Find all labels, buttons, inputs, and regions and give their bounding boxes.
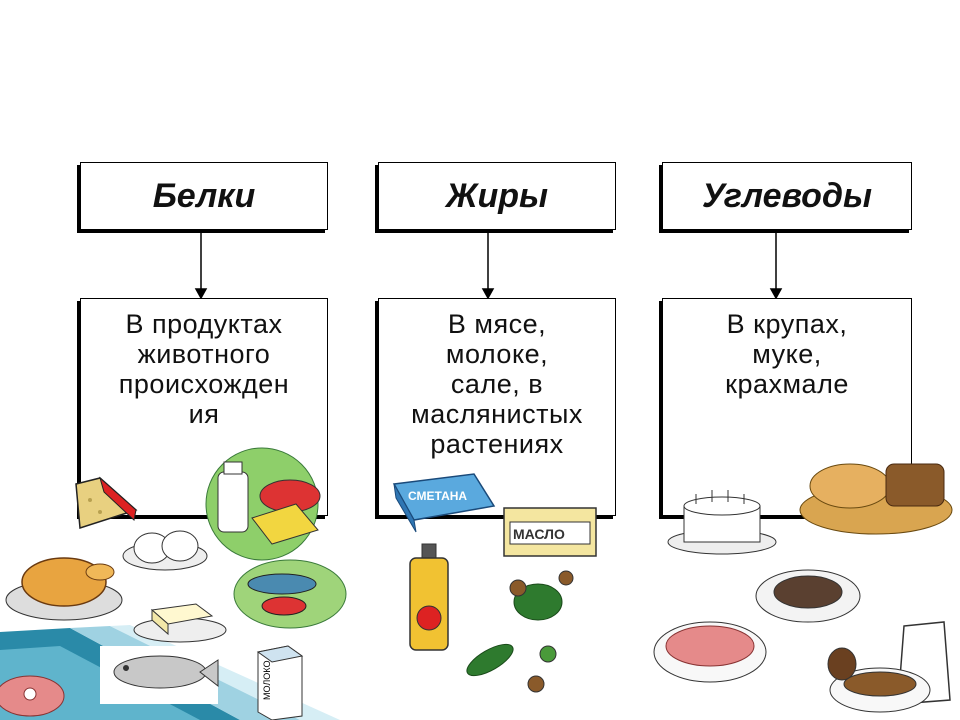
desc-line: ия <box>188 399 220 429</box>
fish-icon <box>100 646 219 704</box>
header-proteins: Белки <box>80 162 328 230</box>
seafood-icon <box>233 559 347 629</box>
moloko-label: МОЛОКО <box>262 661 272 700</box>
pasta-icon <box>653 621 767 683</box>
desc-line: растениях <box>430 429 564 459</box>
header-fats: Жиры <box>378 162 616 230</box>
maslo-label: МАСЛО <box>513 526 565 542</box>
desc-line: маслянистых <box>411 399 583 429</box>
smetana-label: СМЕТАНА <box>408 489 467 503</box>
desc-line: В продуктах <box>125 309 283 339</box>
oil-bottle-icon <box>409 543 449 651</box>
desc-line: происхожден <box>118 369 290 399</box>
header-fats-label: Жиры <box>445 176 549 215</box>
header-proteins-label: Белки <box>152 176 256 215</box>
flour-icon <box>827 621 951 713</box>
desc-line: крахмале <box>725 369 849 399</box>
desc-carbs: В крупах, муке, крахмале <box>662 298 912 516</box>
meat-icon <box>0 675 65 717</box>
desc-line: животного <box>137 339 271 369</box>
bread-icon <box>799 463 953 535</box>
desc-line: муке, <box>752 339 822 369</box>
desc-line: В крупах, <box>726 309 848 339</box>
milk-bottle-icon <box>205 447 321 561</box>
butter-package-icon: МАСЛО <box>503 507 597 557</box>
desc-line: сале, в <box>450 369 544 399</box>
desc-line: В мясе, <box>447 309 547 339</box>
sour-cream-icon: СМЕТАНА <box>392 473 496 533</box>
desc-fats: В мясе, молоке, сале, в маслянистых раст… <box>378 298 616 516</box>
milk-carton-icon: МОЛОКО <box>256 645 304 720</box>
cheese-icon <box>75 476 138 530</box>
hazelnut-icon <box>466 570 574 693</box>
butter-icon <box>133 603 227 643</box>
desc-line: молоке, <box>445 339 549 369</box>
eggs-icon <box>122 530 208 571</box>
grain-plate-icon <box>755 569 861 623</box>
header-carbs-label: Углеводы <box>702 176 872 215</box>
roast-chicken-icon <box>5 557 123 621</box>
header-carbs: Углеводы <box>662 162 912 230</box>
cake-icon <box>667 490 777 555</box>
desc-proteins: В продуктах животного происхожден ия <box>80 298 328 516</box>
